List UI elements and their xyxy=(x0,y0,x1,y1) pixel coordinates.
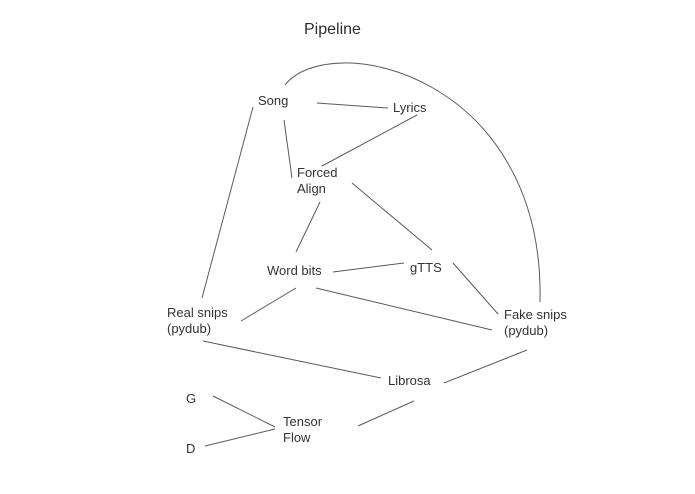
node-forced-align: Forced Align xyxy=(297,165,338,196)
edge-word-bits-fake-snips xyxy=(315,287,493,331)
node-g: G xyxy=(186,391,197,406)
node-word-bits: Word bits xyxy=(267,263,322,278)
edge-word-bits-real-snips xyxy=(240,287,297,322)
edge-song-lyrics xyxy=(316,102,389,109)
diagram-title: Pipeline xyxy=(304,21,361,38)
edge-librosa-fake-snips xyxy=(443,349,528,384)
edge-song-fake-snips xyxy=(284,62,541,303)
node-lyrics: Lyrics xyxy=(393,100,427,115)
node-gtts: gTTS xyxy=(410,260,442,275)
edge-tensor-flow-librosa xyxy=(357,400,415,427)
node-librosa: Librosa xyxy=(388,373,431,388)
edge-g-tensor-flow xyxy=(212,395,276,428)
edge-real-snips-librosa xyxy=(202,340,382,379)
edge-song-real-snips xyxy=(201,106,254,299)
edge-forced-align-word-bits xyxy=(295,201,321,253)
edge-word-bits-gtts xyxy=(332,262,405,273)
node-tensor-flow: Tensor Flow xyxy=(283,414,323,445)
node-fake-snips: Fake snips (pydub) xyxy=(504,307,567,338)
edge-d-tensor-flow xyxy=(204,428,276,447)
edge-lyrics-forced-align xyxy=(321,114,418,167)
node-song: Song xyxy=(258,93,289,108)
node-real-snips: Real snips (pydub) xyxy=(167,305,228,336)
edge-gtts-fake-snips xyxy=(452,262,499,315)
edge-forced-align-gtts xyxy=(351,182,433,251)
edge-song-forced-align xyxy=(283,119,293,179)
node-d: D xyxy=(186,441,196,456)
